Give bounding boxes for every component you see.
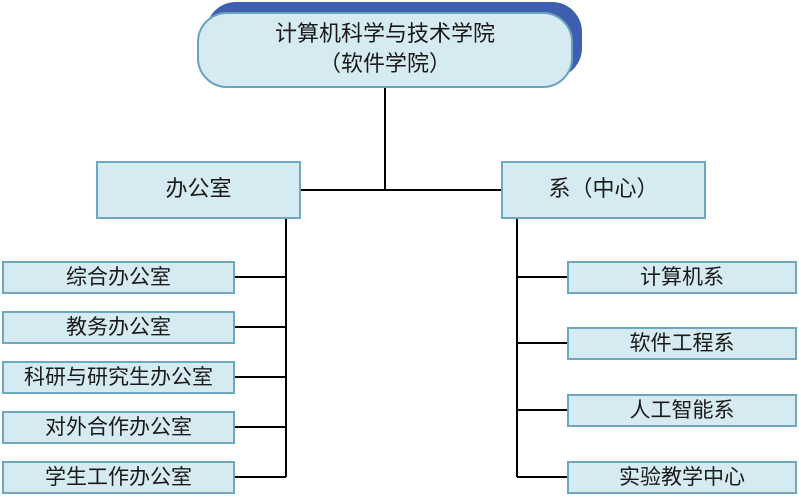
department-child-label: 计算机系 <box>640 264 724 289</box>
root-subtitle: （软件学院） <box>318 52 451 77</box>
office-node: 办公室 <box>96 161 301 219</box>
office-child-label: 科研与研究生办公室 <box>24 364 213 389</box>
department-child-node: 实验教学中心 <box>567 461 797 494</box>
office-label: 办公室 <box>165 176 232 202</box>
department-child-node: 计算机系 <box>567 261 797 294</box>
office-child-node: 教务办公室 <box>2 311 235 344</box>
root-title: 计算机科学与技术学院 <box>274 22 495 47</box>
office-child-label: 综合办公室 <box>66 264 171 289</box>
department-node: 系（中心） <box>501 161 706 219</box>
office-child-label: 教务办公室 <box>66 314 171 339</box>
department-child-node: 软件工程系 <box>567 327 797 360</box>
department-child-label: 软件工程系 <box>629 330 735 355</box>
department-child-label: 实验教学中心 <box>619 464 745 489</box>
office-child-label: 学生工作办公室 <box>45 464 192 489</box>
office-child-node: 综合办公室 <box>2 261 235 294</box>
department-child-node: 人工智能系 <box>567 394 797 427</box>
office-child-label: 对外合作办公室 <box>45 414 192 439</box>
office-child-node: 学生工作办公室 <box>2 461 235 494</box>
root-node: 计算机科学与技术学院 （软件学院） <box>197 12 573 88</box>
office-child-node: 对外合作办公室 <box>2 411 235 444</box>
department-child-label: 人工智能系 <box>629 397 735 422</box>
office-child-node: 科研与研究生办公室 <box>2 361 235 394</box>
department-label: 系（中心） <box>548 176 659 202</box>
